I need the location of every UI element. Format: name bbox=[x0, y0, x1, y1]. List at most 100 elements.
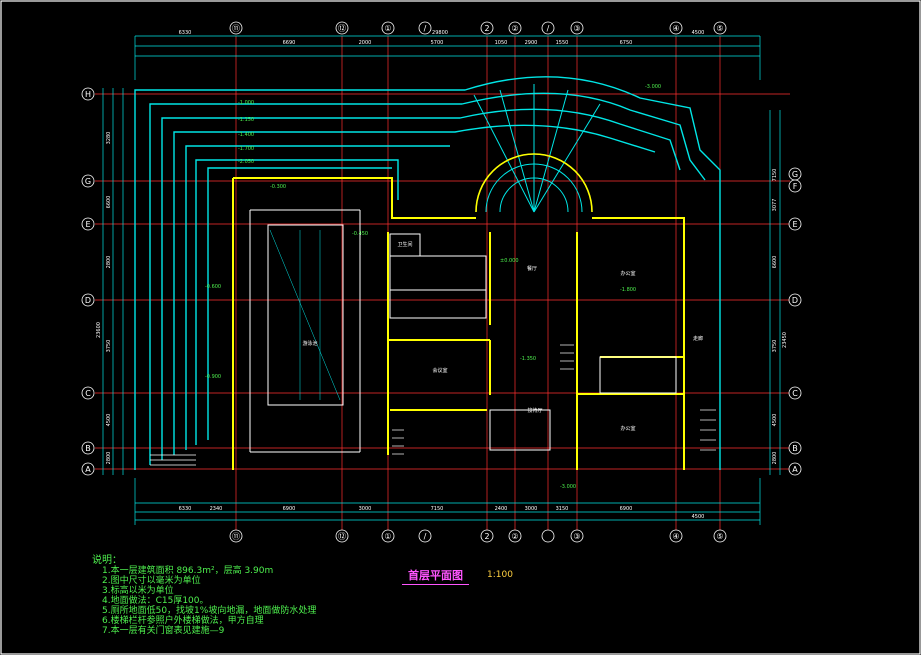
axis-bubble bbox=[480, 21, 494, 35]
level-text: -1.150 bbox=[238, 117, 254, 123]
axis-labels-top: ⑪ ⑫ ① / 2 ② / ③ ④ ⑤ bbox=[232, 24, 724, 33]
level-text: -1.800 bbox=[620, 287, 636, 293]
axis-bubbles-bottom bbox=[229, 529, 727, 543]
axis-label: ⑪ bbox=[232, 24, 240, 33]
axis-label: A bbox=[85, 465, 91, 474]
level-text: -0.450 bbox=[352, 231, 368, 237]
axis-bubble bbox=[508, 529, 522, 543]
axis-label: F bbox=[793, 182, 798, 191]
level-text: -3.000 bbox=[560, 484, 576, 490]
axis-bubble bbox=[570, 529, 584, 543]
axis-label: ⑫ bbox=[338, 532, 346, 541]
note-item: 3.标高以米为单位 bbox=[102, 586, 174, 596]
stair-treads bbox=[150, 344, 716, 466]
dim-text: 6900 bbox=[283, 506, 296, 512]
axis-label: C bbox=[792, 389, 798, 398]
room-label: 卫生间 bbox=[397, 241, 412, 248]
note-item: 6.楼梯栏杆参照户外楼梯做法，甲方自理 bbox=[102, 616, 264, 626]
dim-text: 3280 bbox=[106, 132, 112, 145]
axis-labels-left: H G E D C B A bbox=[85, 90, 91, 474]
terrace-outlines bbox=[134, 76, 721, 470]
axis-bubble bbox=[788, 217, 802, 231]
axis-bubble bbox=[541, 21, 555, 35]
room-label: 接待厅 bbox=[527, 407, 542, 414]
dim-text: 2000 bbox=[359, 40, 372, 46]
axis-bubble bbox=[570, 21, 584, 35]
note-item: 2.图中尺寸以毫米为单位 bbox=[102, 576, 201, 586]
axis-label: E bbox=[85, 220, 90, 229]
dim-text-total: 23450 bbox=[782, 332, 788, 348]
level-text: -1.000 bbox=[238, 100, 254, 106]
dimension-text-bottom: 6330 2340 6900 3000 7150 2400 3000 3150 … bbox=[179, 506, 705, 520]
dim-text: 3750 bbox=[106, 340, 112, 353]
entrance-arc-wall bbox=[475, 153, 593, 213]
dim-text: 2340 bbox=[210, 506, 223, 512]
axis-label: B bbox=[85, 444, 91, 453]
axis-bubbles-top bbox=[229, 21, 727, 35]
axis-label: ① bbox=[384, 532, 391, 541]
axis-bubble bbox=[81, 462, 95, 476]
dim-text: 6600 bbox=[772, 256, 778, 269]
axis-label: ⑤ bbox=[716, 532, 723, 541]
axis-label: D bbox=[85, 296, 91, 305]
room-label: 办公室 bbox=[620, 270, 635, 277]
dim-text: 4500 bbox=[692, 30, 705, 36]
axis-bubble bbox=[229, 529, 243, 543]
dim-text: 6330 bbox=[179, 30, 192, 36]
room-label-pool: 游泳池 bbox=[302, 340, 317, 347]
axis-label: H bbox=[85, 90, 91, 99]
axis-bubble bbox=[788, 462, 802, 476]
dimension-lines-bottom bbox=[134, 478, 761, 525]
axis-label: ⑤ bbox=[716, 24, 723, 33]
dim-text: 3750 bbox=[772, 340, 778, 353]
axis-bubble bbox=[788, 386, 802, 400]
axis-bubble bbox=[81, 293, 95, 307]
axis-bubble bbox=[788, 179, 802, 193]
axis-label: ② bbox=[511, 532, 518, 541]
axis-label: B bbox=[792, 444, 798, 453]
pool-depth-lines bbox=[269, 229, 341, 401]
note-item: 1.本一层建筑面积 896.3m²，层高 3.90m bbox=[102, 566, 274, 576]
axis-bubble bbox=[81, 441, 95, 455]
axis-label: A bbox=[792, 465, 798, 474]
dim-text: 4500 bbox=[106, 414, 112, 427]
axis-label: / bbox=[424, 532, 427, 541]
level-text: -3.000 bbox=[645, 84, 661, 90]
axis-bubbles-left bbox=[81, 87, 95, 476]
axis-bubble bbox=[669, 21, 683, 35]
dim-text: 6900 bbox=[620, 506, 633, 512]
axis-label: D bbox=[792, 296, 798, 305]
dim-text: 6690 bbox=[283, 40, 296, 46]
drawing-scale: 1:100 bbox=[487, 570, 513, 580]
axis-label: E bbox=[792, 220, 797, 229]
dim-text: 2800 bbox=[106, 256, 112, 269]
notes-header: 说明： bbox=[92, 555, 122, 566]
drawing-title: 首层平面图 bbox=[402, 567, 469, 585]
dim-text: 5700 bbox=[431, 40, 444, 46]
axis-label: ② bbox=[511, 24, 518, 33]
general-notes: 说明： 1.本一层建筑面积 896.3m²，层高 3.90m 2.图中尺寸以毫米… bbox=[92, 555, 316, 637]
axis-bubble bbox=[713, 21, 727, 35]
axis-label: ⑫ bbox=[338, 24, 346, 33]
level-text: -0.900 bbox=[205, 374, 221, 380]
note-item: 7.本一层有关门窗表见建施—9 bbox=[102, 626, 225, 636]
axis-label: / bbox=[547, 24, 550, 33]
axis-label: / bbox=[424, 24, 427, 33]
dimension-text-top: 6330 6690 2000 5700 1050 2900 1550 6750 … bbox=[179, 30, 705, 46]
axis-bubble bbox=[508, 21, 522, 35]
axis-label: 2 bbox=[484, 24, 489, 33]
axis-bubble bbox=[418, 529, 432, 543]
axis-bubble bbox=[541, 529, 555, 543]
dimension-lines-sides bbox=[102, 88, 781, 475]
axis-bubble bbox=[418, 21, 432, 35]
axis-bubble bbox=[788, 441, 802, 455]
dim-text: 6750 bbox=[620, 40, 633, 46]
dim-text: 4500 bbox=[772, 414, 778, 427]
level-text: -1.350 bbox=[520, 356, 536, 362]
axis-labels-right: G F E D C B A bbox=[792, 170, 798, 474]
dim-text: 3000 bbox=[525, 506, 538, 512]
axis-bubble bbox=[81, 217, 95, 231]
dimension-text-right: 7150 3077 6600 3750 4500 2800 23450 bbox=[772, 169, 788, 465]
